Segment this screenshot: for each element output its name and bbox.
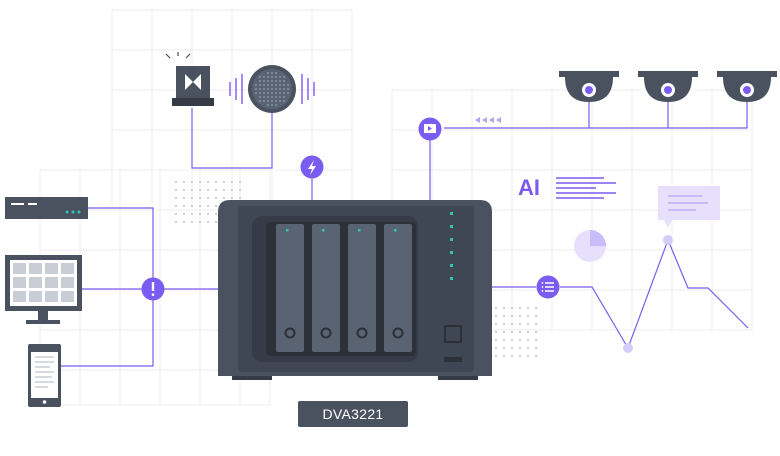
dot-pattern-right: [494, 306, 538, 358]
drive-bay: [276, 224, 304, 352]
monitor-tile: [45, 263, 58, 274]
monitor-tile: [13, 277, 26, 288]
pie-chart-icon: [574, 230, 606, 262]
dva3221-device: [218, 200, 492, 380]
drive-led: [286, 229, 289, 232]
graph-point: [623, 343, 633, 353]
camera-lens: [585, 86, 593, 94]
lightning-icon: [300, 155, 324, 179]
monitor-tile: [61, 277, 74, 288]
signal-arrows: [475, 117, 501, 123]
drive-latch: [356, 327, 368, 339]
status-led: [450, 238, 453, 241]
drive-bays: [276, 224, 412, 352]
graph-point: [663, 235, 673, 245]
camera-mount: [638, 71, 698, 77]
mobile-phone-icon: [28, 344, 61, 407]
drive-led: [358, 229, 361, 232]
monitor-tile: [45, 277, 58, 288]
drive-bay: [384, 224, 412, 352]
monitor-icon: [5, 255, 82, 324]
drive-bay: [312, 224, 340, 352]
camera-mount: [717, 71, 777, 77]
chat-bubble-icon: [658, 186, 720, 228]
drive-latch: [392, 327, 404, 339]
drive-latch: [320, 327, 332, 339]
monitor-tile: [13, 291, 26, 302]
speaker-icon: [229, 65, 315, 113]
ai-label: AI: [518, 175, 540, 200]
monitor-tile: [29, 291, 42, 302]
nvr-box-icon: [5, 197, 88, 219]
video-icon: [418, 117, 442, 141]
list-icon: [536, 275, 560, 299]
monitor-tile: [13, 263, 26, 274]
dome-camera-icon: [559, 71, 777, 102]
usb-port: [444, 357, 462, 362]
camera-mount: [559, 71, 619, 77]
model-label: DVA3221: [298, 401, 408, 427]
monitor-tile: [29, 263, 42, 274]
alert-icon: [141, 277, 165, 301]
monitor-tile: [61, 291, 74, 302]
monitor-tile: [45, 291, 58, 302]
status-led: [450, 277, 453, 280]
monitor-tile: [29, 277, 42, 288]
drive-led: [394, 229, 397, 232]
status-led: [450, 212, 453, 215]
drive-led: [322, 229, 325, 232]
status-led: [450, 264, 453, 267]
camera-lens: [743, 86, 751, 94]
drive-bay: [348, 224, 376, 352]
status-led: [450, 225, 453, 228]
monitor-tile: [61, 263, 74, 274]
camera-lens: [664, 86, 672, 94]
status-leds: [450, 212, 453, 280]
status-led: [450, 251, 453, 254]
door-access-icon: [165, 52, 214, 106]
drive-latch: [284, 327, 296, 339]
copy-button: [444, 325, 462, 343]
ai-text-lines: [556, 177, 616, 199]
